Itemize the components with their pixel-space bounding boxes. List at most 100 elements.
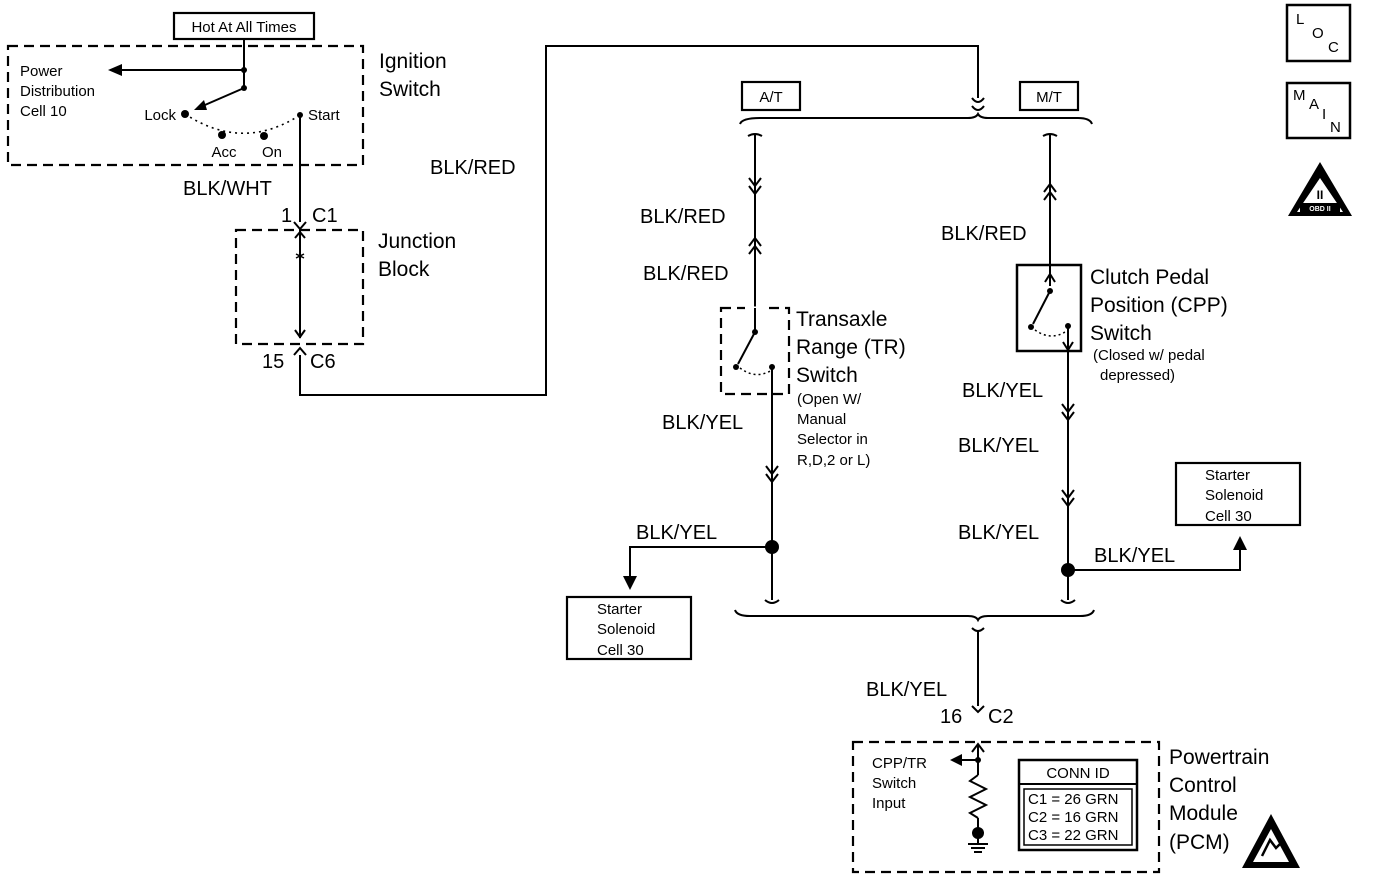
tr-switch-title-3: Switch bbox=[796, 364, 858, 387]
conn-id-table bbox=[1017, 758, 1139, 852]
pcm-input-label-3: Input bbox=[872, 795, 906, 812]
pcm-input-label-1: CPP/TR bbox=[872, 755, 927, 772]
starter-left-line3: Cell 30 bbox=[597, 642, 644, 659]
junction-c6-label: C6 bbox=[310, 351, 336, 373]
blk-wht-label: BLK/WHT bbox=[183, 178, 272, 200]
junction-block-title-1: Junction bbox=[378, 230, 456, 253]
at-starter-arrow-icon bbox=[623, 576, 637, 590]
at-blk-yel-label-1: BLK/YEL bbox=[662, 412, 743, 434]
pcm-outline bbox=[851, 740, 1161, 874]
cpp-switch-title-2: Position (CPP) bbox=[1090, 294, 1228, 317]
svg-text:OBD II: OBD II bbox=[1309, 206, 1330, 213]
pcm-title-1: Powertrain bbox=[1169, 746, 1269, 769]
starter-solenoid-right-box bbox=[1174, 461, 1302, 527]
conn-id-c1: C1 = 26 GRN bbox=[1028, 791, 1118, 808]
blk-red-main-label: BLK/RED bbox=[430, 157, 516, 179]
ignition-switch-title-1: Ignition bbox=[379, 50, 447, 73]
pcm-input-arrow-icon bbox=[950, 754, 962, 766]
at-label: A/T bbox=[759, 89, 782, 106]
conn-id-header: CONN ID bbox=[1046, 765, 1110, 782]
pcm-title-4: (PCM) bbox=[1169, 831, 1230, 854]
cpp-switch-note-1: (Closed w/ pedal bbox=[1093, 347, 1205, 364]
at-blk-yel-label-2: BLK/YEL bbox=[636, 522, 717, 544]
junction-c6-pin: 15 bbox=[262, 351, 284, 373]
pcm-blk-yel-label: BLK/YEL bbox=[866, 679, 947, 701]
mt-blk-yel-label-4: BLK/YEL bbox=[1094, 545, 1175, 567]
svg-text:M: M bbox=[1293, 87, 1306, 104]
starter-right-line1: Starter bbox=[1205, 467, 1250, 484]
junction-c1-pin: 1 bbox=[281, 205, 292, 227]
pcm-resistor-icon bbox=[967, 774, 989, 819]
power-distribution-label-3: Cell 10 bbox=[20, 103, 67, 120]
at-mt-bottom-bus bbox=[734, 609, 1095, 623]
tr-switch-note-2: Manual bbox=[797, 411, 846, 428]
ignition-switch-outline bbox=[6, 44, 365, 167]
at-mt-top-bus bbox=[739, 111, 1093, 125]
mt-blk-yel-label-2: BLK/YEL bbox=[958, 435, 1039, 457]
tr-switch-title-1: Transaxle bbox=[796, 308, 887, 331]
at-blk-red-label-2: BLK/RED bbox=[643, 263, 729, 285]
ignition-switch-blade bbox=[197, 87, 245, 109]
svg-text:II: II bbox=[1317, 188, 1324, 202]
tr-switch-title-2: Range (TR) bbox=[796, 336, 906, 359]
on-contact bbox=[260, 132, 268, 140]
junction-block-outline bbox=[234, 228, 365, 346]
tr-switch-blade bbox=[737, 331, 756, 365]
hot-at-all-times-label: Hot At All Times bbox=[191, 19, 296, 36]
mt-starter-arrow-icon bbox=[1233, 536, 1247, 550]
mt-starter-wire bbox=[1068, 548, 1241, 571]
starter-left-line1: Starter bbox=[597, 601, 642, 618]
conn-id-c3: C3 = 22 GRN bbox=[1028, 827, 1118, 844]
pcm-title-2: Control bbox=[1169, 774, 1237, 797]
at-blk-red-label-1: BLK/RED bbox=[640, 206, 726, 228]
cpp-switch-note-2: depressed) bbox=[1100, 367, 1175, 384]
on-label: On bbox=[262, 144, 282, 161]
power-distribution-label-2: Distribution bbox=[20, 83, 95, 100]
cpp-switch-title-1: Clutch Pedal bbox=[1090, 266, 1209, 289]
pcm-title-3: Module bbox=[1169, 802, 1238, 825]
mt-blk-yel-label-1: BLK/YEL bbox=[962, 380, 1043, 402]
conn-id-c2: C2 = 16 GRN bbox=[1028, 809, 1118, 826]
acc-label: Acc bbox=[211, 144, 237, 161]
esd-warning-icon bbox=[1242, 814, 1300, 868]
junction-c6-connector-icon bbox=[293, 346, 307, 356]
starter-left-line2: Solenoid bbox=[597, 621, 655, 638]
tr-switch-note-4: R,D,2 or L) bbox=[797, 452, 870, 469]
mt-blk-yel-label-3: BLK/YEL bbox=[958, 522, 1039, 544]
starter-solenoid-left-box bbox=[565, 595, 693, 661]
svg-text:A: A bbox=[1309, 96, 1319, 113]
at-label-box bbox=[740, 80, 802, 112]
starter-right-line2: Solenoid bbox=[1205, 487, 1263, 504]
mt-label: M/T bbox=[1036, 89, 1062, 106]
cpp-switch-blade bbox=[1032, 290, 1051, 325]
junction-block-title-2: Block bbox=[378, 258, 430, 281]
start-label: Start bbox=[308, 107, 341, 124]
pcm-input-label-2: Switch bbox=[872, 775, 916, 792]
pcm-c2-label: C2 bbox=[988, 706, 1014, 728]
obd-ii-icon: II OBD II bbox=[1288, 162, 1352, 216]
svg-text:I: I bbox=[1322, 106, 1326, 123]
svg-text:L: L bbox=[1296, 11, 1304, 28]
loc-icon: L O C bbox=[1285, 3, 1352, 63]
at-starter-wire bbox=[629, 546, 772, 578]
mt-blk-red-label: BLK/RED bbox=[941, 223, 1027, 245]
main-icon: M A I N bbox=[1285, 81, 1352, 140]
mt-label-box bbox=[1018, 80, 1080, 112]
blk-red-main-wire bbox=[299, 45, 979, 396]
cpp-switch-title-3: Switch bbox=[1090, 322, 1152, 345]
ignition-switch-title-2: Switch bbox=[379, 78, 441, 101]
pcm-c2-pin: 16 bbox=[940, 706, 962, 728]
tr-switch-note-3: Selector in bbox=[797, 431, 868, 448]
power-distribution-arrow-icon bbox=[108, 64, 122, 76]
junction-c1-connector-icon bbox=[293, 221, 307, 231]
tr-switch-note-1: (Open W/ bbox=[797, 391, 862, 408]
lock-label: Lock bbox=[144, 107, 176, 124]
svg-text:N: N bbox=[1330, 119, 1341, 136]
junction-c1-label: C1 bbox=[312, 205, 338, 227]
svg-text:C: C bbox=[1328, 39, 1339, 56]
acc-contact bbox=[218, 131, 226, 139]
svg-text:O: O bbox=[1312, 25, 1324, 42]
power-distribution-label-1: Power bbox=[20, 63, 63, 80]
starter-right-line3: Cell 30 bbox=[1205, 508, 1252, 525]
